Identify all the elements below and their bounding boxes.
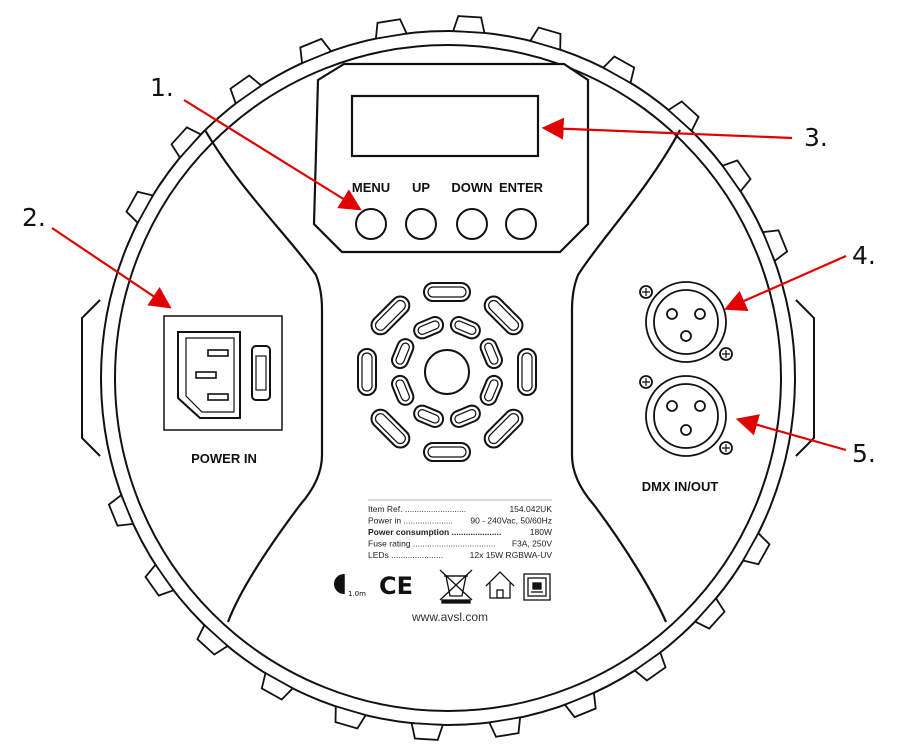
weee-bin-icon bbox=[439, 569, 473, 604]
menu-button[interactable] bbox=[355, 208, 387, 240]
housing-ridge bbox=[260, 671, 295, 701]
housing-ridge bbox=[487, 716, 522, 738]
callout-arrow-4 bbox=[723, 254, 847, 311]
vent-slot bbox=[479, 338, 503, 370]
housing-ridge bbox=[528, 26, 562, 51]
spec-row: Item Ref. .......................... 154.… bbox=[368, 504, 552, 514]
control-buttons: MENU UP DOWN ENTER bbox=[352, 180, 544, 240]
fuse-holder bbox=[251, 345, 271, 401]
spec-value: 90 - 240Vac, 50/60Hz bbox=[470, 516, 552, 526]
vent-slot bbox=[357, 348, 377, 396]
dmx-in-connector bbox=[639, 281, 733, 363]
housing-ridge bbox=[741, 531, 771, 566]
spec-value: 180W bbox=[530, 527, 552, 537]
callout-arrow-2 bbox=[51, 227, 172, 309]
dmx-in-out-label: DMX IN/OUT bbox=[642, 479, 719, 494]
min-distance-icon: 1.0m bbox=[334, 574, 366, 598]
power-in-label: POWER IN bbox=[191, 451, 257, 466]
housing-ridge bbox=[125, 190, 155, 225]
callout-arrows bbox=[51, 99, 847, 452]
distance-label: 1.0m bbox=[348, 590, 366, 598]
spec-value: F3A, 250V bbox=[512, 539, 552, 549]
housing-ridge bbox=[170, 126, 203, 160]
housing-ridge bbox=[601, 55, 636, 85]
spec-row: Fuse rating ............................… bbox=[368, 539, 552, 549]
vent-slot bbox=[370, 295, 411, 336]
spec-row: LEDs ...................... 12x 15W RGBWA… bbox=[368, 550, 552, 560]
vent-slot bbox=[449, 404, 481, 428]
housing-ridge bbox=[761, 229, 789, 263]
housing-ring bbox=[100, 30, 796, 726]
vent-slot bbox=[517, 348, 537, 396]
spec-value: 154.042UK bbox=[509, 504, 552, 514]
spec-name: LEDs ...................... bbox=[368, 550, 443, 560]
spec-name: Power consumption ..................... bbox=[368, 527, 501, 537]
vent-slot bbox=[483, 408, 524, 449]
callout-3: 3. bbox=[804, 123, 828, 152]
housing-ridge bbox=[721, 159, 752, 193]
spec-row: Power consumption ..................... 1… bbox=[368, 527, 552, 537]
callout-arrow-5 bbox=[735, 414, 847, 452]
website-url: www.avsl.com bbox=[411, 610, 488, 624]
vent-slot bbox=[449, 316, 481, 340]
housing-ridge bbox=[666, 100, 700, 133]
side-handles bbox=[81, 299, 815, 457]
spec-row: Power in ..................... 90 - 240Va… bbox=[368, 516, 552, 526]
vent-center bbox=[424, 349, 470, 395]
vent-slot bbox=[413, 316, 445, 340]
vent-slot bbox=[370, 408, 411, 449]
button-label-menu: MENU bbox=[352, 180, 390, 195]
button-label-down: DOWN bbox=[451, 180, 492, 195]
ce-mark-icon: CE bbox=[379, 572, 413, 600]
spec-label: Item Ref. .......................... 154.… bbox=[368, 499, 552, 560]
callout-4: 4. bbox=[852, 241, 876, 270]
power-inlet bbox=[163, 315, 283, 431]
housing-ridge bbox=[374, 18, 409, 40]
lcd-screen bbox=[350, 94, 540, 158]
callout-1: 1. bbox=[150, 73, 174, 102]
housing-ridges bbox=[107, 15, 789, 741]
vent-slot bbox=[391, 374, 415, 406]
spec-value: 12x 15W RGBWA-UV bbox=[470, 550, 553, 560]
housing-ridge bbox=[229, 74, 263, 105]
callout-arrow-1 bbox=[183, 99, 362, 211]
callout-5: 5. bbox=[852, 439, 876, 468]
spec-name: Fuse rating ............................… bbox=[368, 539, 496, 549]
button-label-enter: ENTER bbox=[499, 180, 544, 195]
callout-arrow-3 bbox=[541, 117, 793, 140]
spec-name: Item Ref. .......................... bbox=[368, 504, 466, 514]
up-button[interactable] bbox=[405, 208, 437, 240]
vent-slot bbox=[423, 282, 471, 302]
vent-slot bbox=[423, 442, 471, 462]
housing-ridge bbox=[693, 596, 726, 630]
housing-ridge bbox=[410, 722, 445, 741]
down-button[interactable] bbox=[456, 208, 488, 240]
vent-slot bbox=[391, 338, 415, 370]
callout-2: 2. bbox=[22, 203, 46, 232]
spec-name: Power in ..................... bbox=[368, 516, 453, 526]
housing-ridge bbox=[299, 37, 333, 65]
housing-ridge bbox=[107, 493, 135, 527]
fuse-box-icon bbox=[523, 573, 551, 601]
housing-ridge bbox=[563, 691, 597, 719]
button-label-up: UP bbox=[412, 180, 430, 195]
dmx-out-connector bbox=[639, 375, 733, 457]
housing-ridge bbox=[633, 651, 667, 682]
panel-outline bbox=[204, 129, 681, 623]
housing-ridge bbox=[334, 705, 368, 730]
enter-button[interactable] bbox=[505, 208, 537, 240]
housing-ridge bbox=[144, 563, 175, 597]
housing-ridge bbox=[196, 623, 230, 656]
vent-slot bbox=[479, 374, 503, 406]
housing-ridge bbox=[451, 15, 486, 34]
indoor-use-icon bbox=[485, 571, 515, 599]
display-module bbox=[312, 62, 590, 254]
vent-slot bbox=[413, 404, 445, 428]
vent-slot bbox=[483, 295, 524, 336]
vent-grille bbox=[357, 282, 537, 462]
